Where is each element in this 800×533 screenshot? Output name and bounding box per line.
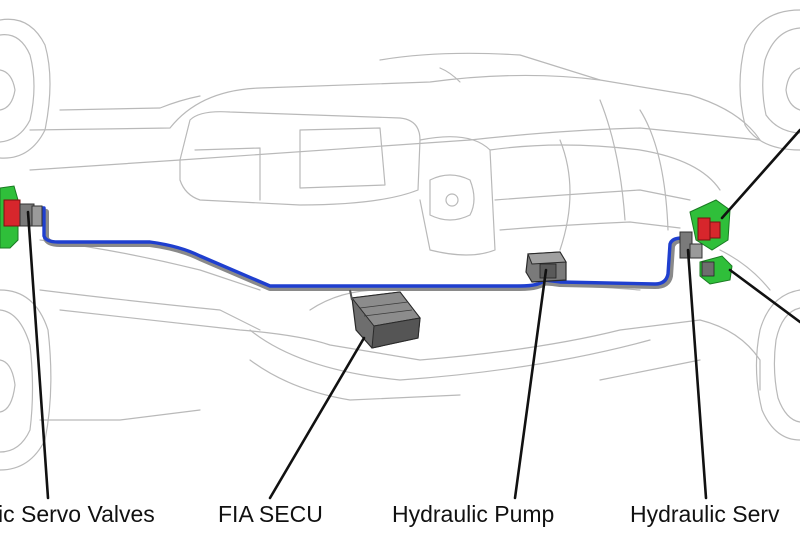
- right-servo-valve: [679, 199, 733, 285]
- leader-servo-left: [26, 210, 50, 500]
- fia-secu-unit: [349, 289, 421, 349]
- leader-lower-right: [728, 268, 800, 324]
- hydraulic-pump-unit: [525, 251, 567, 283]
- label-servo-valves-left: ic Servo Valves: [0, 501, 155, 527]
- label-fia-secu: FIA SECU: [218, 501, 323, 527]
- label-hydraulic-pump: Hydraulic Pump: [392, 501, 555, 527]
- rear-left-wheel: [0, 289, 52, 471]
- hydraulic-pipe: [38, 206, 684, 288]
- front-left-wheel: [0, 18, 51, 159]
- leader-pump: [513, 268, 548, 500]
- label-servo-valves-right: Hydraulic Serv: [630, 501, 780, 527]
- leader-upper-right: [720, 128, 800, 220]
- leader-servo-right: [686, 248, 708, 500]
- chassis-outline: [29, 52, 771, 421]
- leader-lines: [26, 128, 800, 500]
- pipe-shadow: [37, 207, 685, 291]
- left-servo-valve: [0, 185, 43, 249]
- leader-secu: [268, 336, 366, 500]
- front-right-wheel: [739, 9, 800, 151]
- rear-right-wheel: [755, 289, 800, 441]
